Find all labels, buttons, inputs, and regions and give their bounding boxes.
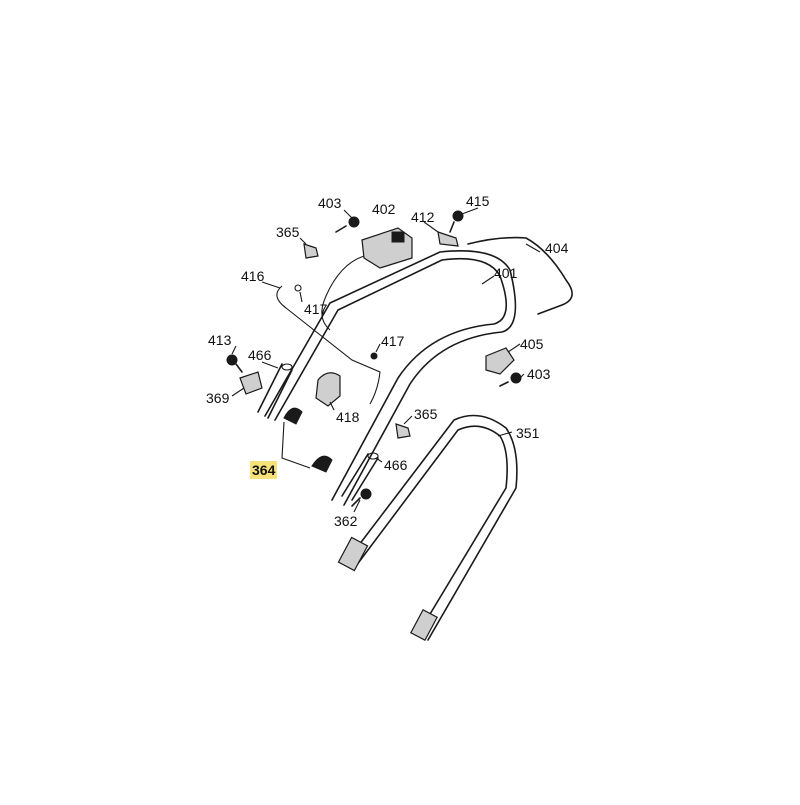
switch-box-402: [321, 227, 413, 331]
screw-362: [351, 488, 372, 507]
label-412: 412: [411, 209, 435, 225]
knob-364-upper: [283, 407, 303, 425]
label-417: 417: [381, 333, 405, 349]
label-351: 351: [516, 425, 540, 441]
clamp-369: [239, 371, 263, 395]
screw-403-right: [499, 372, 522, 387]
screw-413: [226, 354, 243, 373]
bracket-405: [485, 347, 515, 375]
label-404: 404: [545, 240, 569, 256]
label-416: 416: [241, 268, 265, 284]
ring-417-mid: [370, 352, 378, 360]
label-401: 401: [494, 265, 518, 281]
nut-365-top: [303, 243, 319, 259]
label-402: 402: [372, 201, 396, 217]
clamp-418: [315, 372, 341, 407]
label-362: 362: [334, 513, 358, 529]
cable-416: [276, 285, 381, 405]
label-365: 365: [276, 224, 300, 240]
screw-403-top: [335, 216, 360, 233]
ring-417-left: [294, 284, 302, 292]
screw-415: [449, 210, 464, 233]
upper-handle-401: [264, 250, 517, 506]
leader-364: [281, 421, 311, 469]
knob-364-lower: [311, 455, 333, 473]
control-rod-404: [467, 236, 573, 315]
label-466: 466: [248, 347, 272, 363]
label-369: 369: [206, 390, 230, 406]
label-365: 365: [414, 406, 438, 422]
label-413: 413: [208, 332, 232, 348]
tube-466-right: [341, 452, 379, 501]
leader-lines: [231, 207, 541, 513]
label-405: 405: [520, 336, 544, 352]
label-364-highlighted: 364: [250, 461, 278, 479]
label-417: 417: [304, 301, 328, 317]
label-415: 415: [466, 193, 490, 209]
label-466: 466: [384, 457, 408, 473]
label-403: 403: [318, 195, 342, 211]
lower-handle-351: [337, 414, 518, 642]
label-403: 403: [527, 366, 551, 382]
tube-466-left: [257, 363, 293, 419]
clip-412: [437, 231, 459, 247]
nut-365-mid: [395, 423, 411, 439]
label-418: 418: [336, 409, 360, 425]
